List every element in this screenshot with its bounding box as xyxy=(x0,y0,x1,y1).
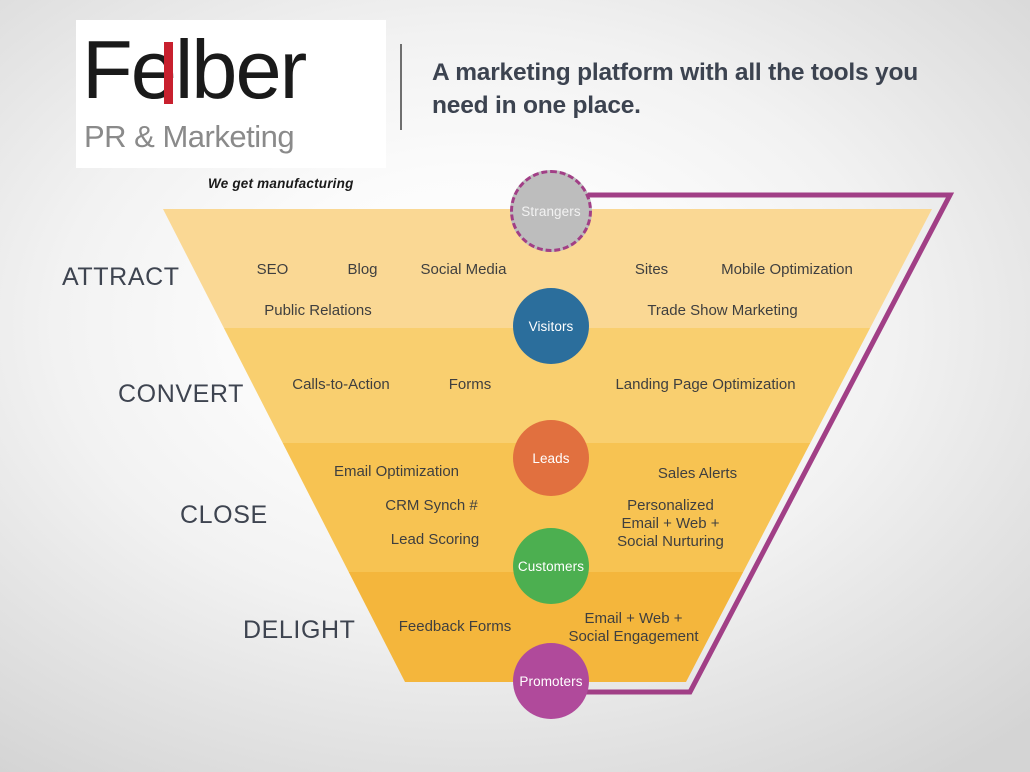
funnel-node-leads[interactable]: Leads xyxy=(513,420,589,496)
logo-backdrop xyxy=(76,20,386,168)
funnel-node-customers[interactable]: Customers xyxy=(513,528,589,604)
stage-label-close: CLOSE xyxy=(180,501,268,529)
funnel-node-strangers[interactable]: Strangers xyxy=(510,170,592,252)
tactic-engagement: Email + Web + Social Engagement xyxy=(568,610,699,645)
tactic-mobile-optimization: Mobile Optimization xyxy=(721,261,853,278)
brand-name: Felber xyxy=(82,23,307,116)
stage-label-attract: ATTRACT xyxy=(62,263,180,291)
tactic-personalized-nurturing: Personalized Email + Web + Social Nurtur… xyxy=(617,497,724,550)
tactic-sales-alerts: Sales Alerts xyxy=(657,465,738,482)
tactic-lead-scoring: Lead Scoring xyxy=(390,531,480,548)
stage-label-convert: CONVERT xyxy=(118,380,244,408)
tactic-calls-to-action: Calls-to-Action xyxy=(292,376,390,393)
brand-logo: Felber PR & Marketing We get manufacturi… xyxy=(76,20,536,191)
brand-subtitle: PR & Marketing xyxy=(84,119,295,154)
tactic-forms: Forms xyxy=(448,376,492,393)
tactic-email-optimization: Email Optimization xyxy=(333,463,460,480)
tactic-sites: Sites xyxy=(634,261,669,278)
funnel-outline-path xyxy=(585,192,955,695)
tactic-feedback-forms: Feedback Forms xyxy=(398,618,512,635)
tactic-public-relations: Public Relations xyxy=(264,302,372,319)
tactic-seo: SEO xyxy=(256,261,289,278)
funnel-node-visitors[interactable]: Visitors xyxy=(513,288,589,364)
logo-accent-bar xyxy=(164,42,173,104)
stage-label-delight: DELIGHT xyxy=(243,616,356,644)
tactic-crm-synch: CRM Synch # xyxy=(385,497,478,514)
tactic-landing-page-optimization: Landing Page Optimization xyxy=(615,376,796,393)
brand-tagline: We get manufacturing xyxy=(208,176,354,191)
header-divider xyxy=(400,44,402,130)
tactic-social-media: Social Media xyxy=(420,261,507,278)
tactic-blog: Blog xyxy=(347,261,378,278)
headline-text: A marketing platform with all the tools … xyxy=(432,59,918,119)
tactic-trade-show-marketing: Trade Show Marketing xyxy=(647,302,798,319)
funnel-node-promoters[interactable]: Promoters xyxy=(513,643,589,719)
